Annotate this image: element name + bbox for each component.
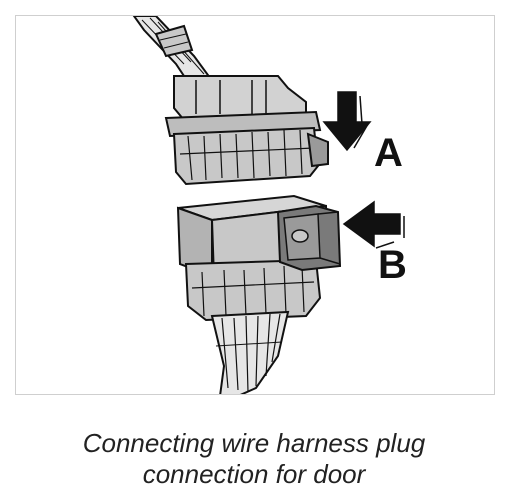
lower-wire-bundle [210, 310, 290, 394]
lower-connector [176, 194, 342, 322]
callout-a: A [374, 131, 403, 175]
upper-wire-harness [132, 16, 218, 96]
diagram-frame: A B [15, 15, 495, 395]
connector-diagram: A B [132, 16, 407, 394]
caption-line-1: Connecting wire harness plug [82, 428, 426, 458]
callout-b: B [378, 243, 407, 287]
figure-caption: Connecting wire harness plug connection … [0, 428, 508, 490]
upper-connector [164, 75, 329, 186]
arrow-b [342, 200, 405, 249]
caption-line-2: connection for door [142, 459, 366, 489]
arrow-a [322, 91, 372, 152]
